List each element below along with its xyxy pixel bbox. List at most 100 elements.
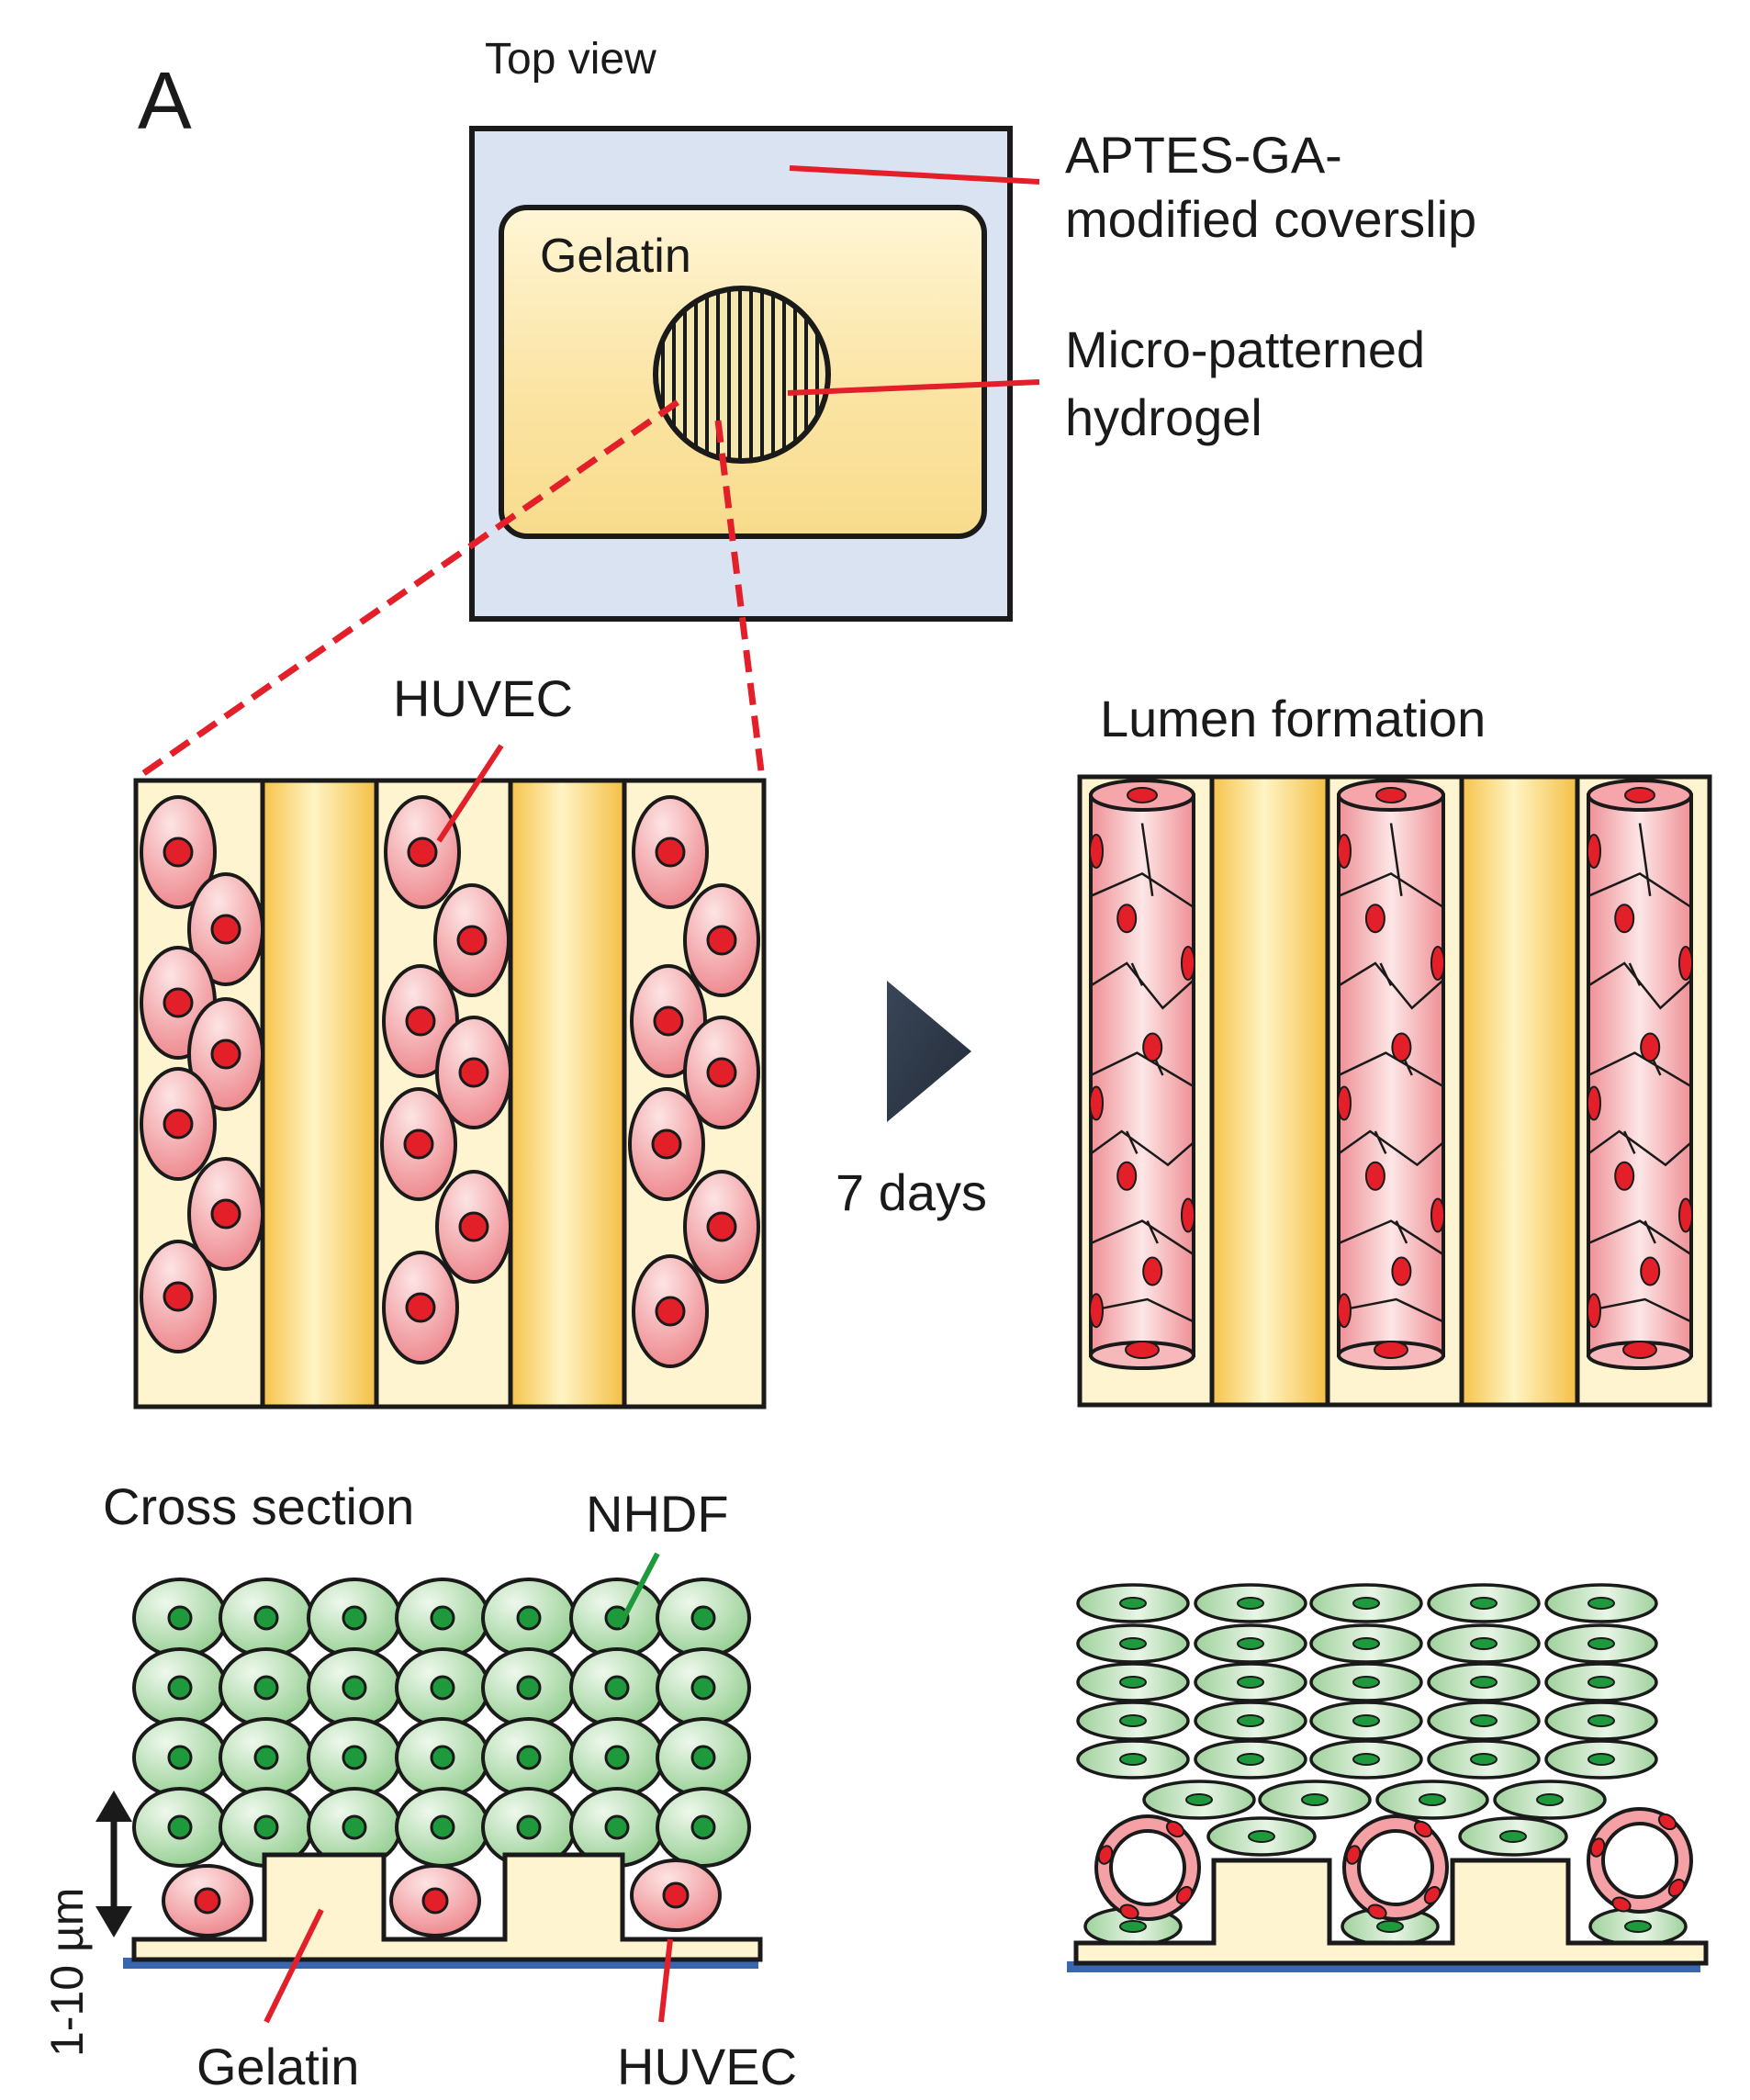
- coverslip-label-line2: modified coverslip: [1065, 190, 1476, 248]
- nhdf-cell: [656, 1787, 751, 1868]
- nhdf-cell: [1458, 1816, 1568, 1857]
- nhdf-cell: [219, 1647, 314, 1728]
- nhdf-cell: [1258, 1780, 1372, 1820]
- nhdf-cell: [1427, 1583, 1541, 1623]
- huvec-cross-pointer: [658, 1938, 673, 2023]
- cross-huvec-label: HUVEC: [617, 2038, 797, 2095]
- gelatin-pointer: [264, 1908, 324, 2024]
- lumen-tube: [1089, 779, 1195, 1370]
- top-view: Top view Gelatin APTES-GA- modified cove…: [469, 35, 1476, 622]
- nhdf-cell: [395, 1647, 490, 1728]
- huvec-cell: [628, 1087, 705, 1201]
- cross-section-before: Cross section NHDF Gelatin HUVEC 1-10 µm: [41, 1477, 797, 2095]
- huvec-cell: [382, 1251, 459, 1364]
- nhdf-cells: [132, 1578, 751, 1868]
- nhdf-cell: [656, 1717, 751, 1798]
- nhdf-cell: [1427, 1623, 1541, 1664]
- transition: 7 days: [836, 981, 987, 1221]
- nhdf-cell: [569, 1717, 665, 1798]
- zoom-line-left: [134, 399, 679, 781]
- gelatin-top-label: Gelatin: [540, 230, 691, 283]
- nhdf-cell: [1427, 1739, 1541, 1780]
- huvec-cells: [140, 795, 760, 1368]
- hydrogel-label-line2: hydrogel: [1065, 388, 1262, 446]
- nhdf-cell: [219, 1578, 314, 1658]
- nhdf-cell: [1194, 1662, 1307, 1702]
- lumen-tube: [1587, 779, 1693, 1370]
- nhdf-cell: [656, 1578, 751, 1658]
- nhdf-cell: [1194, 1739, 1307, 1780]
- huvec-cell: [140, 1240, 217, 1353]
- nhdf-cell: [1427, 1701, 1541, 1741]
- cross-gelatin-label: Gelatin: [196, 2038, 359, 2095]
- huvec-cell: [683, 1016, 760, 1129]
- lumen-view: Lumen formation: [1077, 690, 1712, 1408]
- hydrogel-channel: [1459, 774, 1580, 1408]
- coverslip-pointer: [789, 165, 1040, 185]
- hydrogel-channel: [260, 778, 379, 1409]
- nhdf-cell: [1493, 1780, 1607, 1820]
- nhdf-cell: [1076, 1583, 1190, 1623]
- nhdf-cell: [1309, 1739, 1423, 1780]
- cross-section-after: [1067, 1583, 1709, 1972]
- play-arrow-icon: [887, 981, 971, 1122]
- nhdf-cell: [395, 1787, 490, 1868]
- lumen-title: Lumen formation: [1100, 690, 1486, 747]
- huvec-cell: [380, 1087, 457, 1201]
- nhdf-cell: [1544, 1701, 1658, 1741]
- huvec-cell: [435, 1016, 512, 1129]
- huvec-cross-cells: [162, 1859, 722, 1937]
- nhdf-flat-cells: [1076, 1583, 1688, 1947]
- nhdf-cell: [656, 1647, 751, 1728]
- huvec-cell: [435, 1170, 512, 1284]
- huvec-cell: [384, 795, 461, 909]
- nhdf-cell: [132, 1787, 228, 1868]
- seeding-view: HUVEC: [133, 669, 767, 1409]
- top-view-title: Top view: [485, 35, 656, 84]
- nhdf-cell: [307, 1578, 402, 1658]
- hydrogel-label-line1: Micro-patterned: [1065, 320, 1425, 378]
- huvec-cell: [162, 1864, 253, 1937]
- nhdf-label: NHDF: [586, 1485, 729, 1543]
- gelatin-pattern: [1073, 1858, 1709, 1966]
- nhdf-cell: [395, 1717, 490, 1798]
- nhdf-cell: [219, 1787, 314, 1868]
- nhdf-cell: [1375, 1780, 1489, 1820]
- coverslip-label-line1: APTES-GA-: [1065, 126, 1342, 184]
- huvec-cell: [630, 1859, 722, 1932]
- huvec-cell: [187, 872, 264, 986]
- height-scale: [95, 1791, 132, 1937]
- nhdf-cell: [1206, 1816, 1317, 1857]
- nhdf-cell: [1544, 1583, 1658, 1623]
- transition-label: 7 days: [836, 1163, 987, 1221]
- huvec-cell: [140, 1067, 217, 1181]
- lumen-cross-sections: [1094, 1807, 1693, 1921]
- nhdf-cell: [1076, 1662, 1190, 1702]
- huvec-cell: [683, 883, 760, 997]
- nhdf-cell: [1544, 1662, 1658, 1702]
- cross-section-title: Cross section: [103, 1477, 414, 1535]
- nhdf-cell: [1142, 1780, 1256, 1820]
- lumen-ring: [1587, 1807, 1693, 1914]
- nhdf-cell: [1076, 1739, 1190, 1780]
- huvec-cell: [632, 1254, 709, 1368]
- nhdf-cell: [1076, 1701, 1190, 1741]
- nhdf-cell: [481, 1717, 577, 1798]
- nhdf-cell: [1309, 1662, 1423, 1702]
- nhdf-cell: [1427, 1662, 1541, 1702]
- nhdf-cell: [307, 1647, 402, 1728]
- panel-letter: A: [138, 55, 192, 146]
- huvec-pointer: [436, 744, 504, 843]
- lumen-ring: [1342, 1814, 1449, 1921]
- lumen-tubes: [1089, 779, 1693, 1370]
- nhdf-cell: [1588, 1906, 1688, 1947]
- gelatin-pattern: [131, 1852, 763, 1962]
- nhdf-cell: [1309, 1623, 1423, 1664]
- huvec-cell: [187, 1157, 264, 1271]
- nhdf-cell: [395, 1578, 490, 1658]
- nhdf-cell: [1076, 1623, 1190, 1664]
- nhdf-cell: [1544, 1623, 1658, 1664]
- nhdf-cell: [132, 1717, 228, 1798]
- nhdf-cell: [132, 1647, 228, 1728]
